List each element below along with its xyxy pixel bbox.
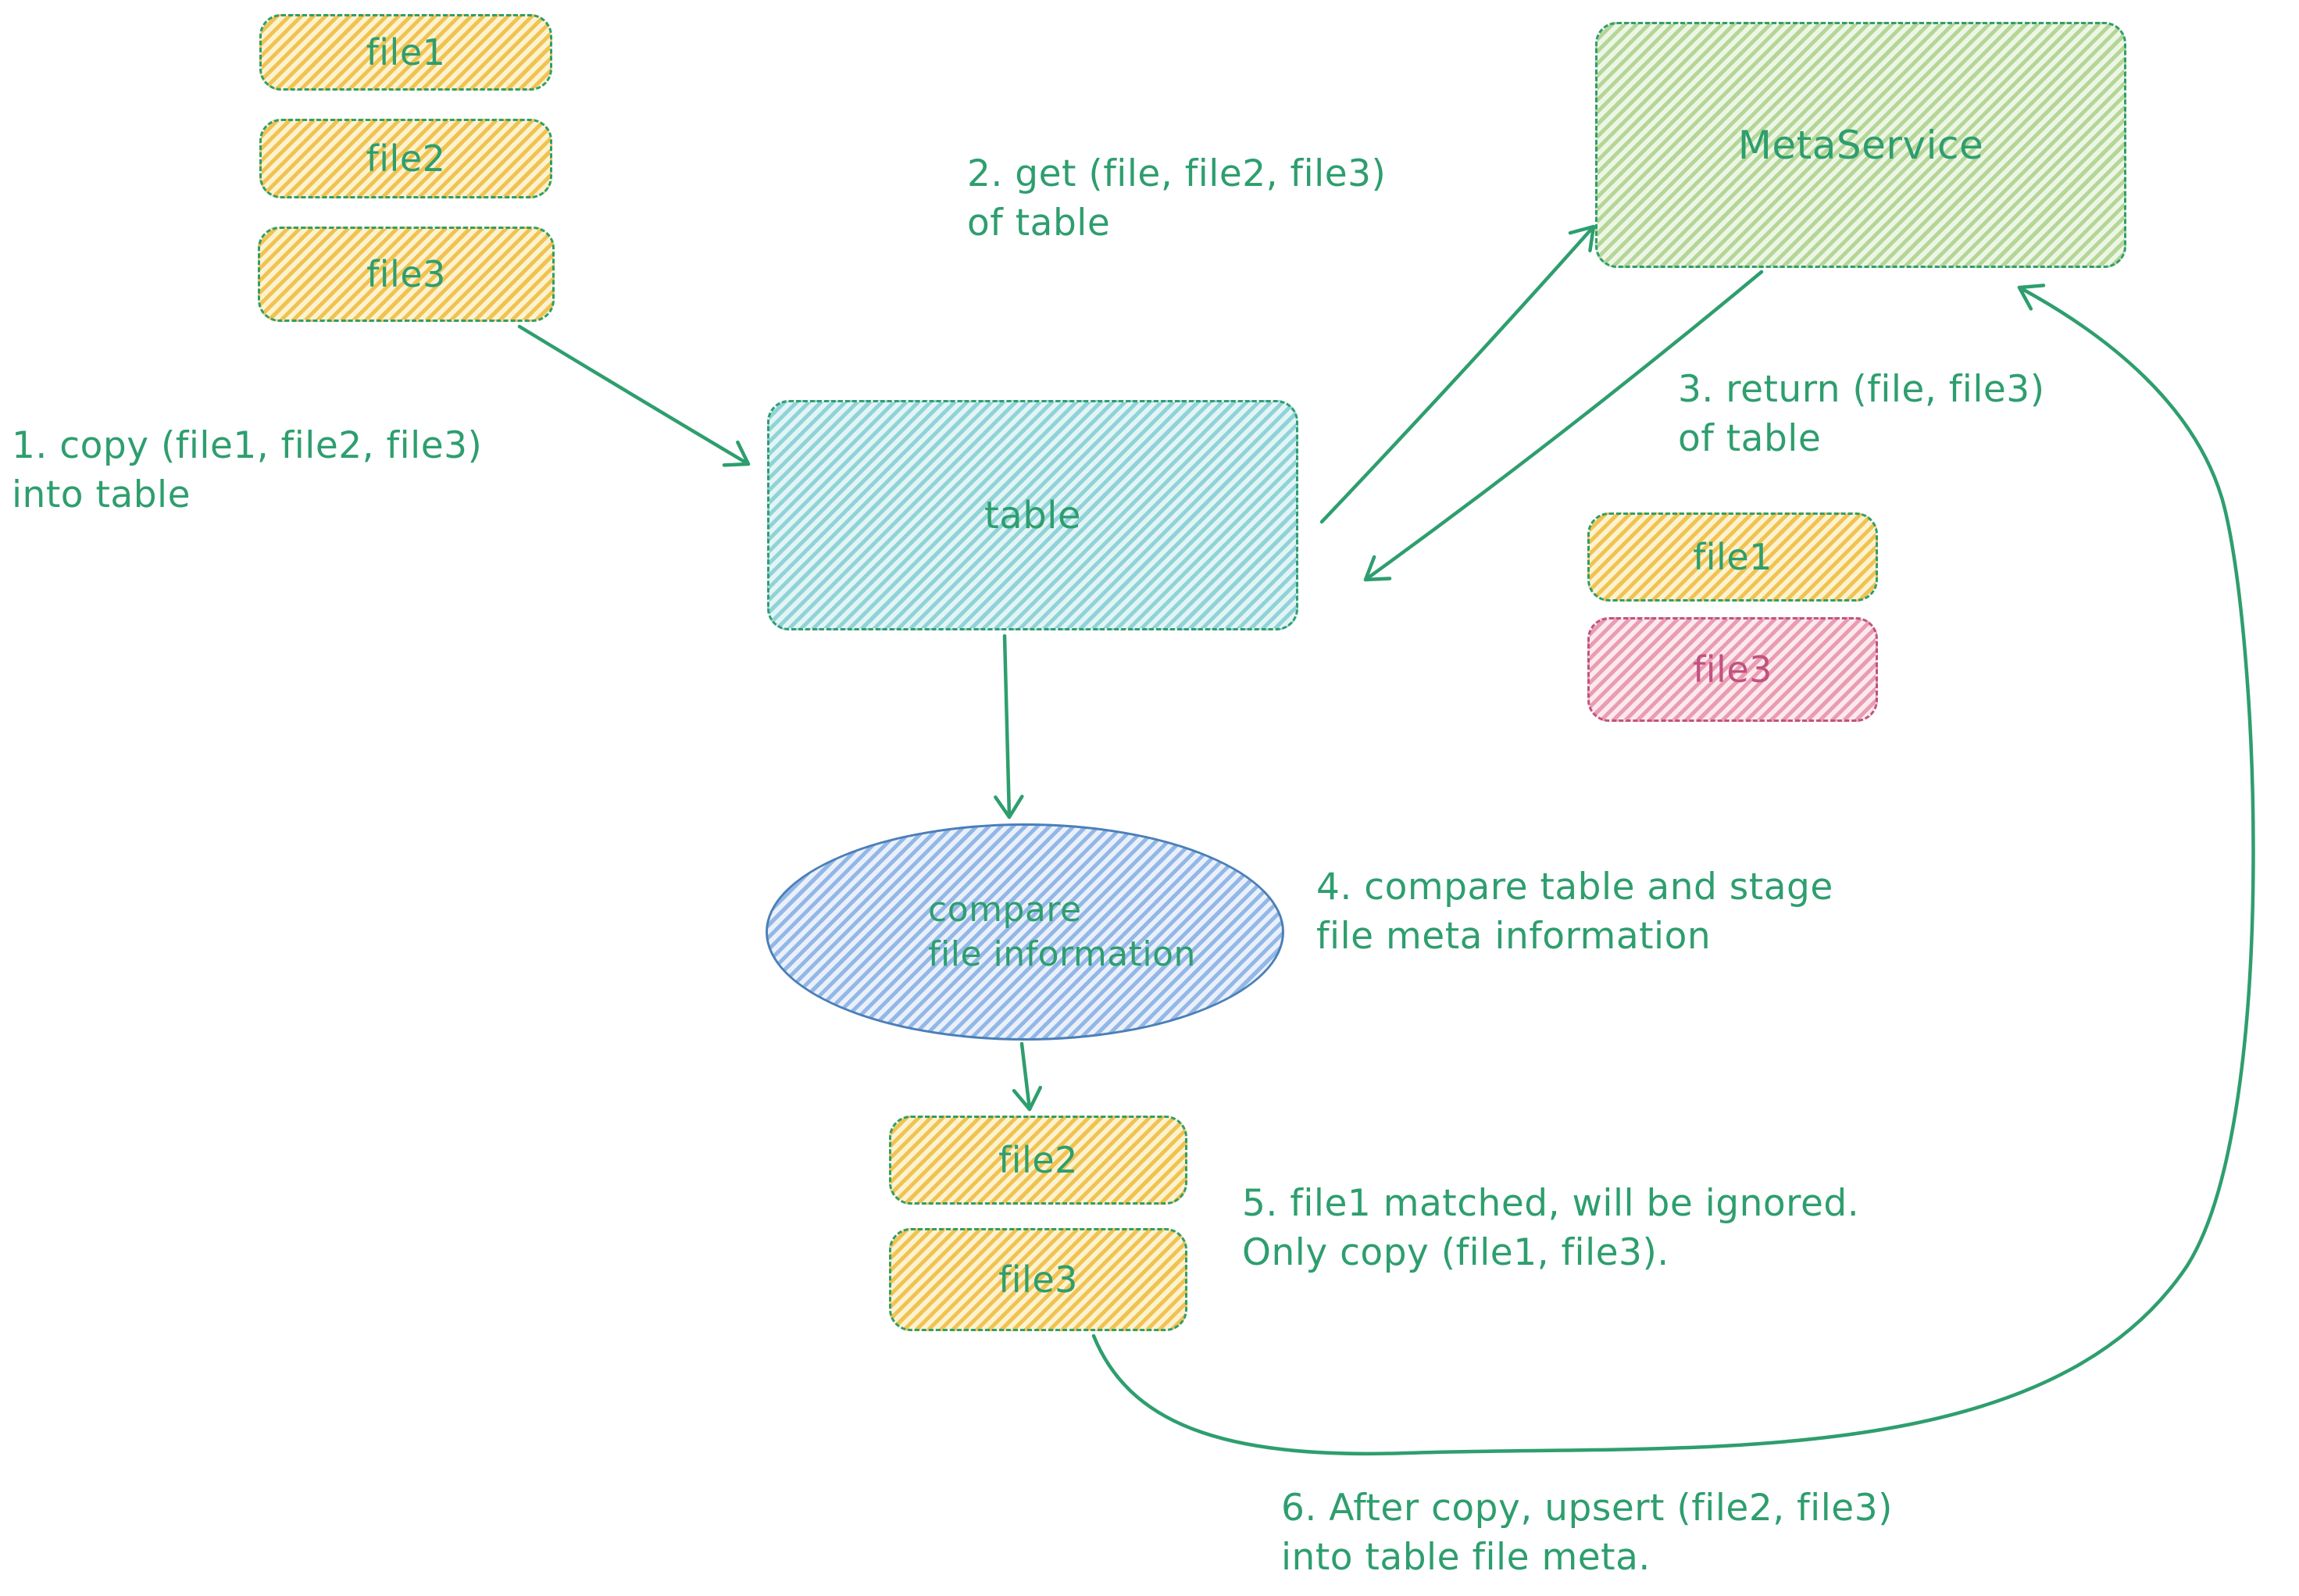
arrow-get-table-to-metaservice — [1319, 224, 1596, 524]
arrow-upsert-to-metaservice — [1091, 284, 2255, 1456]
node-returned-file1-label: file1 — [1693, 536, 1772, 578]
node-source-file1: file1 — [259, 14, 552, 91]
node-stage-file2: file2 — [889, 1116, 1187, 1205]
node-stage-file3-label: file3 — [998, 1259, 1078, 1301]
node-source-file3-label: file3 — [366, 253, 446, 295]
node-compare-label: compare file information — [928, 889, 1196, 974]
arrow-return-metaservice-to-table — [1363, 270, 1764, 582]
arrow-copy-files-to-table — [517, 324, 751, 467]
node-returned-file3: file3 — [1587, 617, 1878, 722]
arrow-table-to-compare — [994, 634, 1024, 819]
node-metaservice-label: MetaService — [1737, 122, 1984, 168]
annotation-step3: 3. return (file, file3) of table — [1678, 368, 2045, 460]
node-source-file2-label: file2 — [366, 137, 446, 180]
arrow-compare-to-stage-files — [1012, 1041, 1043, 1112]
node-source-file3: file3 — [258, 227, 555, 322]
annotation-step6: 6. After copy, upsert (file2, file3) int… — [1281, 1487, 1893, 1579]
node-metaservice: MetaService — [1595, 22, 2126, 268]
annotation-step5: 5. file1 matched, will be ignored. Only … — [1242, 1182, 1860, 1274]
annotation-step1: 1. copy (file1, file2, file3) into table — [12, 424, 483, 516]
node-table-label: table — [984, 493, 1082, 537]
node-source-file1-label: file1 — [366, 31, 446, 73]
annotation-step2: 2. get (file, file2, file3) of table — [967, 152, 1387, 245]
node-returned-file1: file1 — [1587, 512, 1878, 602]
node-compare-file-information: compare file information — [766, 823, 1284, 1041]
annotation-step4: 4. compare table and stage file meta inf… — [1316, 866, 1833, 958]
node-returned-file3-label: file3 — [1693, 648, 1772, 691]
node-stage-file3: file3 — [889, 1228, 1187, 1331]
node-source-file2: file2 — [259, 119, 552, 198]
node-stage-file2-label: file2 — [998, 1139, 1078, 1181]
node-table: table — [767, 400, 1298, 630]
